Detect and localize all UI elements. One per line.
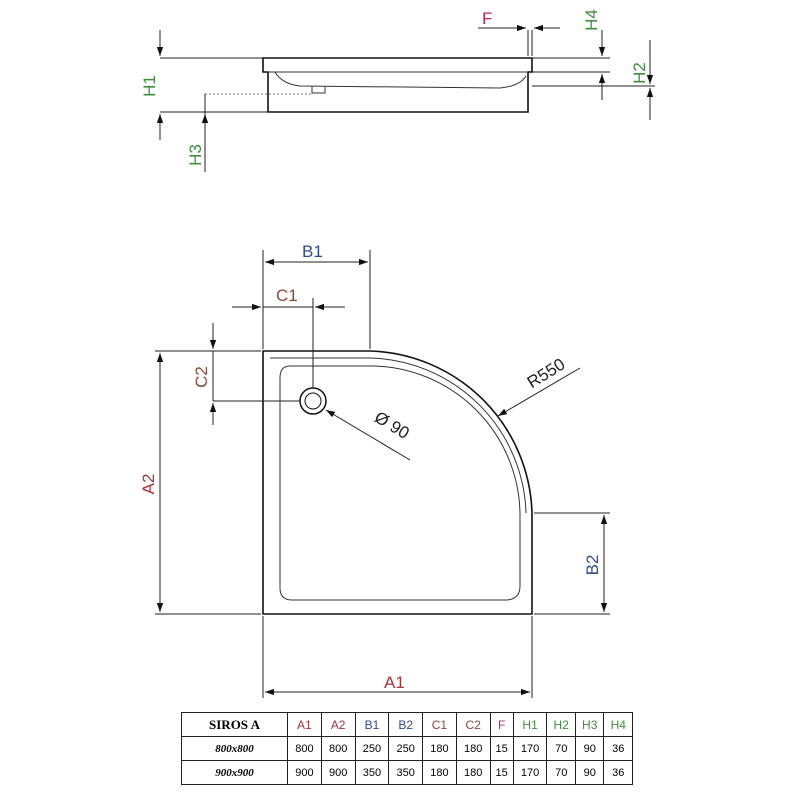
label-B1: B1	[302, 242, 323, 261]
table-cell: 15	[489, 760, 514, 785]
table-cell: 36	[603, 760, 633, 785]
header-C2: C2	[455, 712, 491, 737]
header-B1: B1	[354, 712, 390, 737]
table-row: 900x900 900 900 350 350 180 180 15 170 7…	[181, 760, 633, 785]
tray-top-outline	[262, 350, 533, 615]
label-B2: B2	[583, 555, 602, 576]
row-size: 800x800	[181, 736, 288, 761]
label-A1: A1	[384, 673, 405, 692]
label-R550: R550	[524, 355, 569, 393]
header-H4: H4	[603, 712, 633, 737]
table-header-row: SIROS A A1 A2 B1 B2 C1 C2 F H1 H2 H3 H4	[181, 712, 633, 737]
label-H3: H3	[186, 144, 205, 166]
header-F: F	[489, 712, 514, 737]
table-cell: 170	[512, 760, 548, 785]
label-H2: H2	[630, 62, 649, 84]
header-H1: H1	[512, 712, 548, 737]
table-cell: 180	[455, 760, 491, 785]
label-A2: A2	[139, 474, 158, 495]
header-H2: H2	[546, 712, 576, 737]
table-model-name: SIROS A	[181, 712, 288, 737]
label-F: F	[482, 9, 492, 28]
table-cell: 800	[320, 736, 356, 761]
table-cell: 180	[422, 760, 457, 785]
header-A1: A1	[287, 712, 322, 737]
table-cell: 90	[574, 736, 605, 761]
table-cell: 350	[388, 760, 424, 785]
table-cell: 900	[287, 760, 322, 785]
side-view: H1 H3 F H4 H2	[140, 9, 655, 172]
label-C1: C1	[276, 286, 298, 305]
table-cell: 15	[489, 736, 514, 761]
label-H1: H1	[140, 75, 159, 97]
tray-basin	[279, 365, 521, 601]
table-cell: 170	[512, 736, 548, 761]
table-cell: 36	[603, 736, 633, 761]
label-H4: H4	[582, 9, 601, 31]
table-cell: 250	[354, 736, 390, 761]
table-cell: 70	[546, 736, 576, 761]
label-drain-diameter: Ø 90	[371, 408, 412, 443]
table-cell: 900	[320, 760, 356, 785]
drain-outer	[299, 387, 327, 415]
drain-inner	[304, 392, 322, 410]
table-cell: 350	[354, 760, 390, 785]
header-A2: A2	[320, 712, 356, 737]
header-C1: C1	[422, 712, 457, 737]
label-C2: C2	[192, 366, 211, 388]
top-view: B1 C1 C2 A2 A1 B2 R550 Ø 90	[139, 242, 610, 698]
table-cell: 250	[388, 736, 424, 761]
table-cell: 90	[574, 760, 605, 785]
row-size: 900x900	[181, 760, 288, 785]
table-row: 800x800 800 800 250 250 180 180 15 170 7…	[181, 736, 633, 761]
table-cell: 180	[422, 736, 457, 761]
header-H3: H3	[574, 712, 605, 737]
tray-side-profile	[262, 57, 533, 113]
spec-table: SIROS A A1 A2 B1 B2 C1 C2 F H1 H2 H3 H4 …	[181, 712, 633, 785]
table-cell: 180	[455, 736, 491, 761]
table-cell: 800	[287, 736, 322, 761]
table-cell: 70	[546, 760, 576, 785]
header-B2: B2	[388, 712, 424, 737]
